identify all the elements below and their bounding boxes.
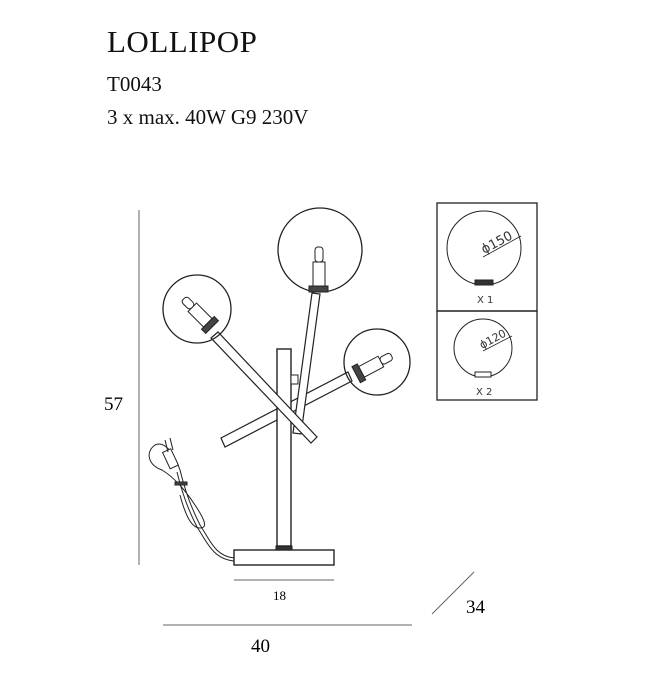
bulb-left: [181, 296, 220, 335]
product-name: LOLLIPOP: [107, 24, 258, 59]
depth-dimension-line: [431, 571, 475, 615]
globe-large-diameter: ϕ150: [479, 229, 516, 258]
globe-detail-box-2: [436, 310, 538, 401]
diameter-leader-1: [482, 235, 522, 258]
globe-small-quantity: X 2: [476, 387, 492, 398]
width-label: 40: [251, 636, 270, 657]
depth-label: 34: [466, 597, 486, 618]
diameter-leader-2: [482, 335, 513, 352]
post-joint: [290, 374, 299, 385]
bulb-right: [351, 352, 393, 384]
globe-right: [343, 328, 411, 396]
globe-small-diameter: ϕ120: [477, 327, 508, 352]
arm-left: [210, 331, 318, 444]
power-cord: [148, 437, 235, 562]
product-spec: 3 x max. 40W G9 230V: [107, 105, 309, 129]
globe-left: [162, 274, 232, 344]
lamp-base: [233, 549, 335, 566]
arm-top: [292, 292, 321, 435]
globe-small-mount: [474, 371, 492, 378]
globe-large-mount: [474, 279, 494, 286]
bulb-top: [308, 246, 329, 293]
globe-large-quantity: X 1: [477, 295, 493, 306]
product-code: T0043: [107, 72, 162, 96]
lamp-post: [276, 348, 292, 547]
height-label: 57: [104, 394, 123, 415]
base-diameter-label: 18: [273, 588, 286, 603]
